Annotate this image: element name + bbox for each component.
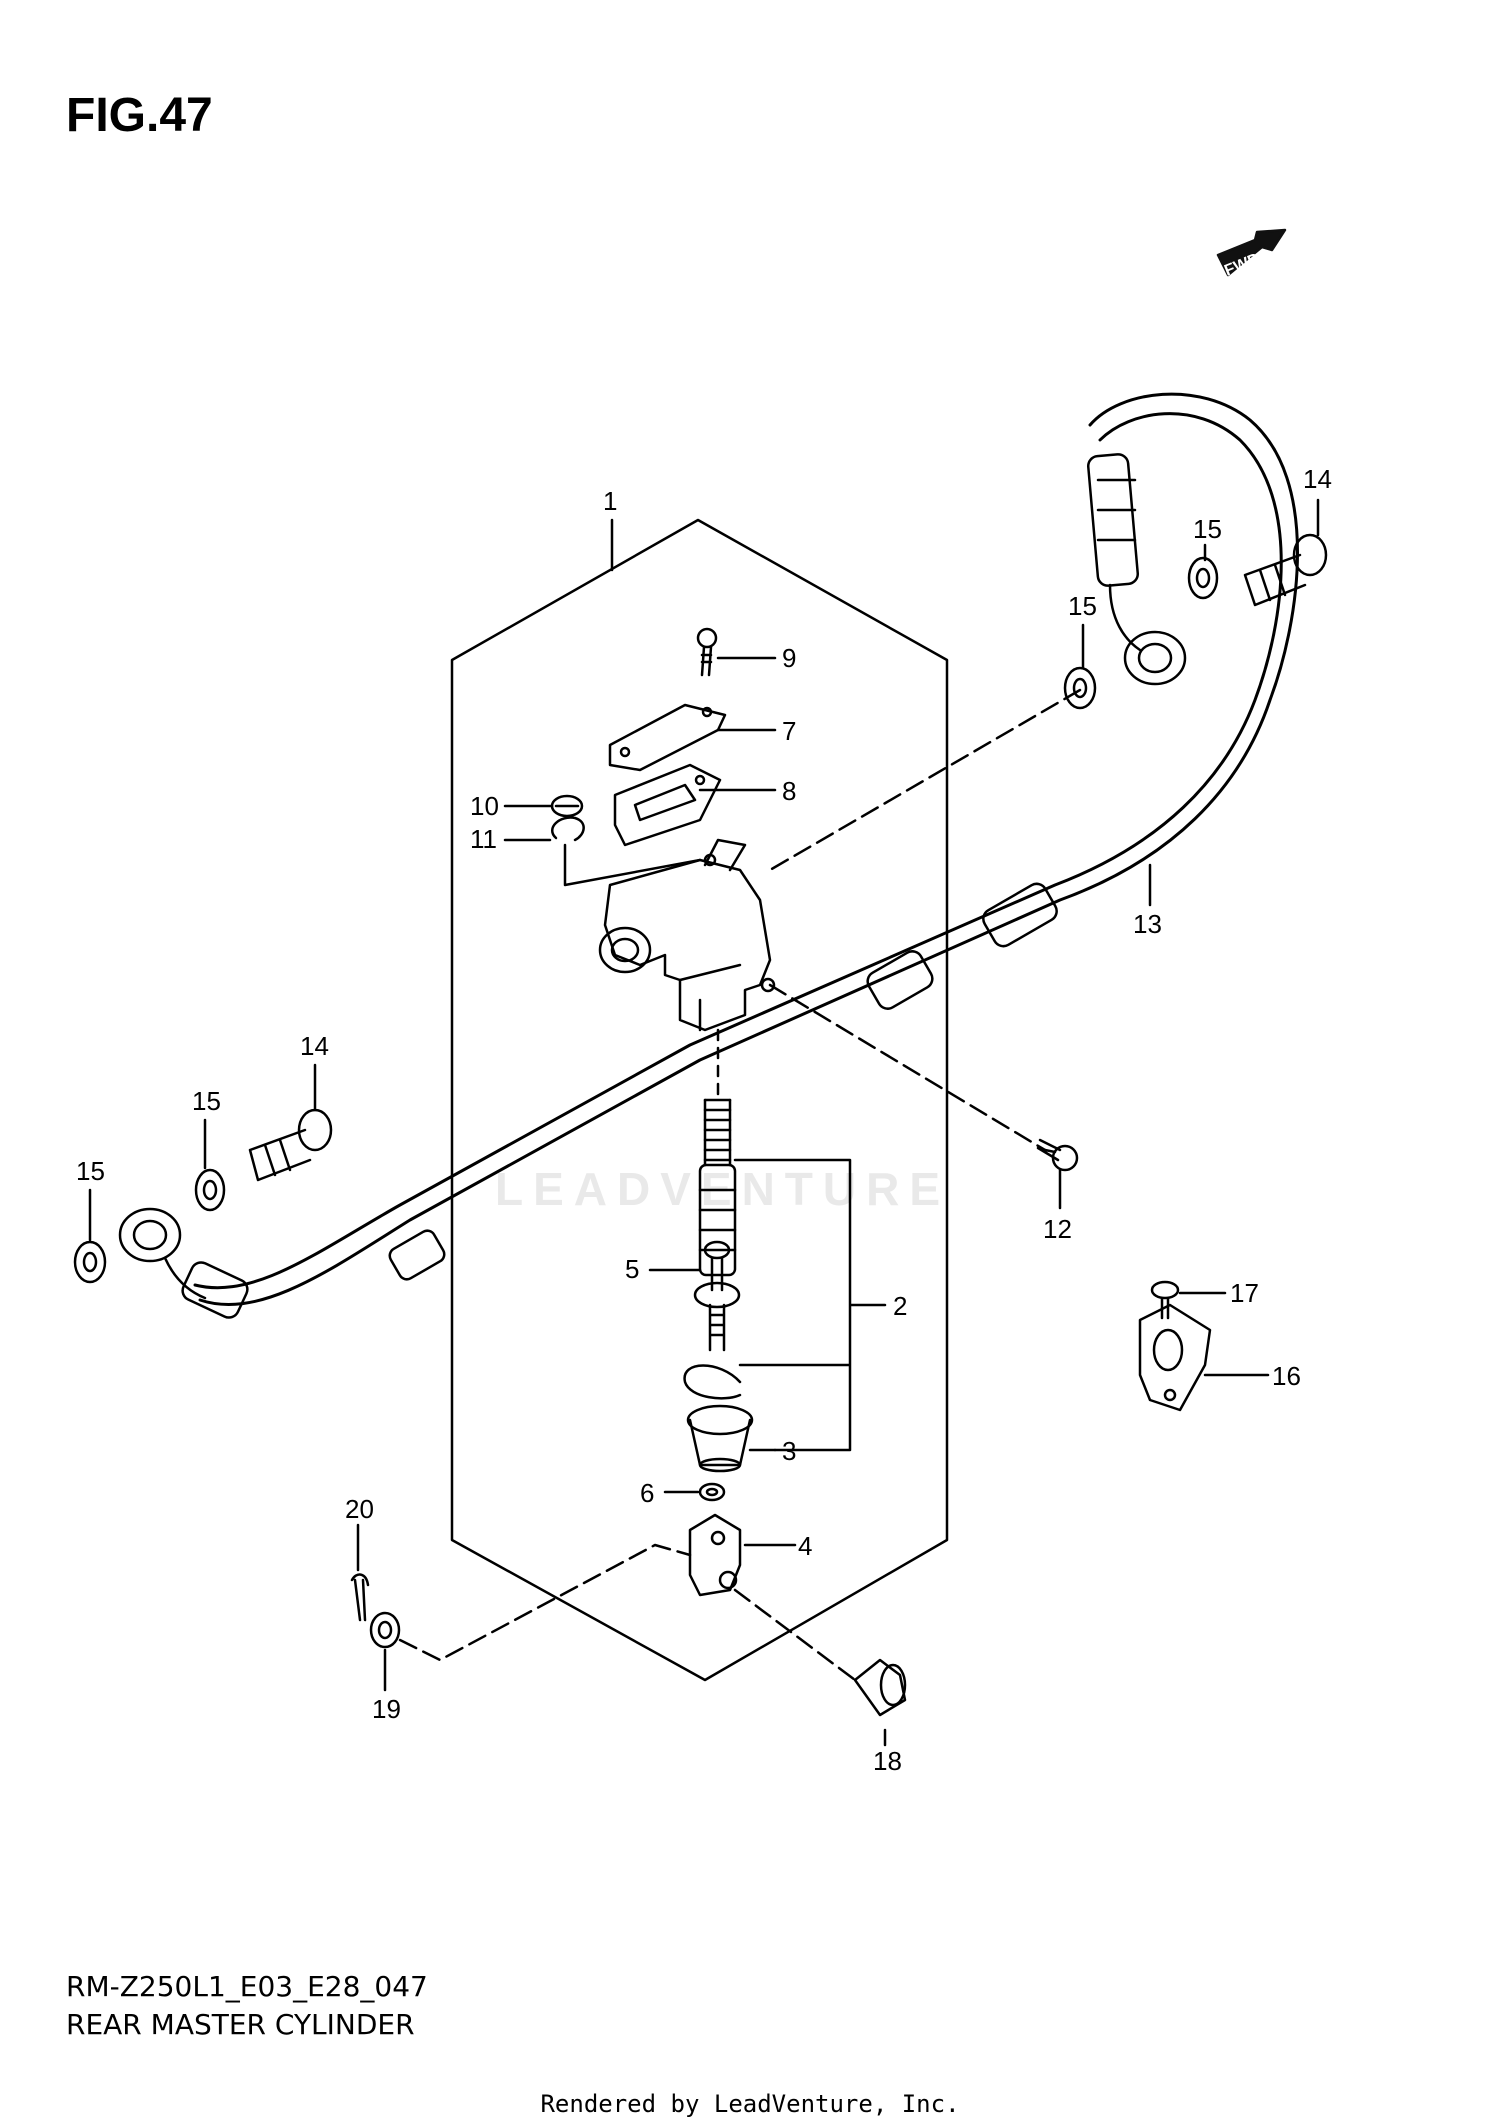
callout-10: 10 (470, 791, 499, 821)
retaining-ring-small (550, 816, 585, 842)
washer-15-right-b (1063, 666, 1097, 710)
callout-16: 16 (1272, 1361, 1301, 1391)
washer-15-left-b (73, 1240, 107, 1284)
cotter-pin (350, 1573, 370, 1622)
union-bolt-left (248, 1108, 333, 1182)
washer-19 (369, 1611, 401, 1649)
leader-11 (503, 838, 702, 887)
washer-15-right-a (1187, 556, 1219, 600)
callout-15c: 15 (192, 1086, 221, 1116)
leader-2 (733, 1158, 887, 1452)
callout-11: 11 (470, 824, 497, 854)
washer-15-left-a (194, 1168, 226, 1212)
piston (698, 1163, 737, 1277)
assembly-line-pin (733, 1588, 857, 1682)
callout-15b: 15 (1068, 591, 1097, 621)
clamp-screw (1150, 1280, 1180, 1320)
callout-1: 1 (603, 486, 617, 516)
nut (698, 1482, 726, 1502)
callout-5: 5 (625, 1254, 639, 1284)
model-code: RM-Z250L1_E03_E28_047 (66, 1970, 428, 2003)
fwd-arrow-icon: FWD (1216, 228, 1287, 280)
footer-credit: Rendered by LeadVenture, Inc. (540, 2090, 960, 2118)
callout-20: 20 (345, 1494, 374, 1524)
callout-19: 19 (372, 1694, 401, 1724)
callout-9: 9 (782, 643, 796, 673)
callout-17: 17 (1230, 1278, 1259, 1308)
assembly-line-washer (398, 1543, 692, 1662)
push-rod (693, 1240, 741, 1352)
callout-3: 3 (782, 1436, 796, 1466)
reservoir-diaphragm (613, 763, 722, 847)
callout-14b: 14 (300, 1031, 329, 1061)
hose-clamp (1138, 1303, 1212, 1412)
assembly-outline (450, 518, 949, 1682)
callout-15d: 15 (76, 1156, 105, 1186)
circlip (683, 1364, 742, 1400)
callout-4: 4 (798, 1531, 812, 1561)
callout-13: 13 (1133, 909, 1162, 939)
clevis-pin (853, 1658, 907, 1717)
callout-15a: 15 (1193, 514, 1222, 544)
cap-screw (696, 627, 718, 677)
reservoir-cap (608, 703, 727, 772)
master-cylinder-body (598, 838, 776, 1032)
callout-2: 2 (893, 1291, 907, 1321)
assembly-line-hose (768, 688, 1082, 872)
callout-6: 6 (640, 1478, 654, 1508)
callout-12: 12 (1043, 1214, 1072, 1244)
boot (686, 1404, 754, 1473)
callout-18: 18 (873, 1746, 902, 1776)
union-bolt-right (1243, 533, 1328, 607)
callout-7: 7 (782, 716, 796, 746)
cap-plug (550, 794, 584, 818)
clevis (688, 1513, 742, 1597)
spring (703, 1098, 732, 1167)
callout-8: 8 (782, 776, 796, 806)
callout-14a: 14 (1303, 464, 1332, 494)
figure-title: FIG.47 (66, 89, 213, 142)
mount-bolt (1036, 1138, 1079, 1172)
assembly-line-bolt (768, 983, 1047, 1152)
diagram-name: REAR MASTER CYLINDER (66, 2008, 415, 2041)
brake-hose (118, 392, 1299, 1319)
